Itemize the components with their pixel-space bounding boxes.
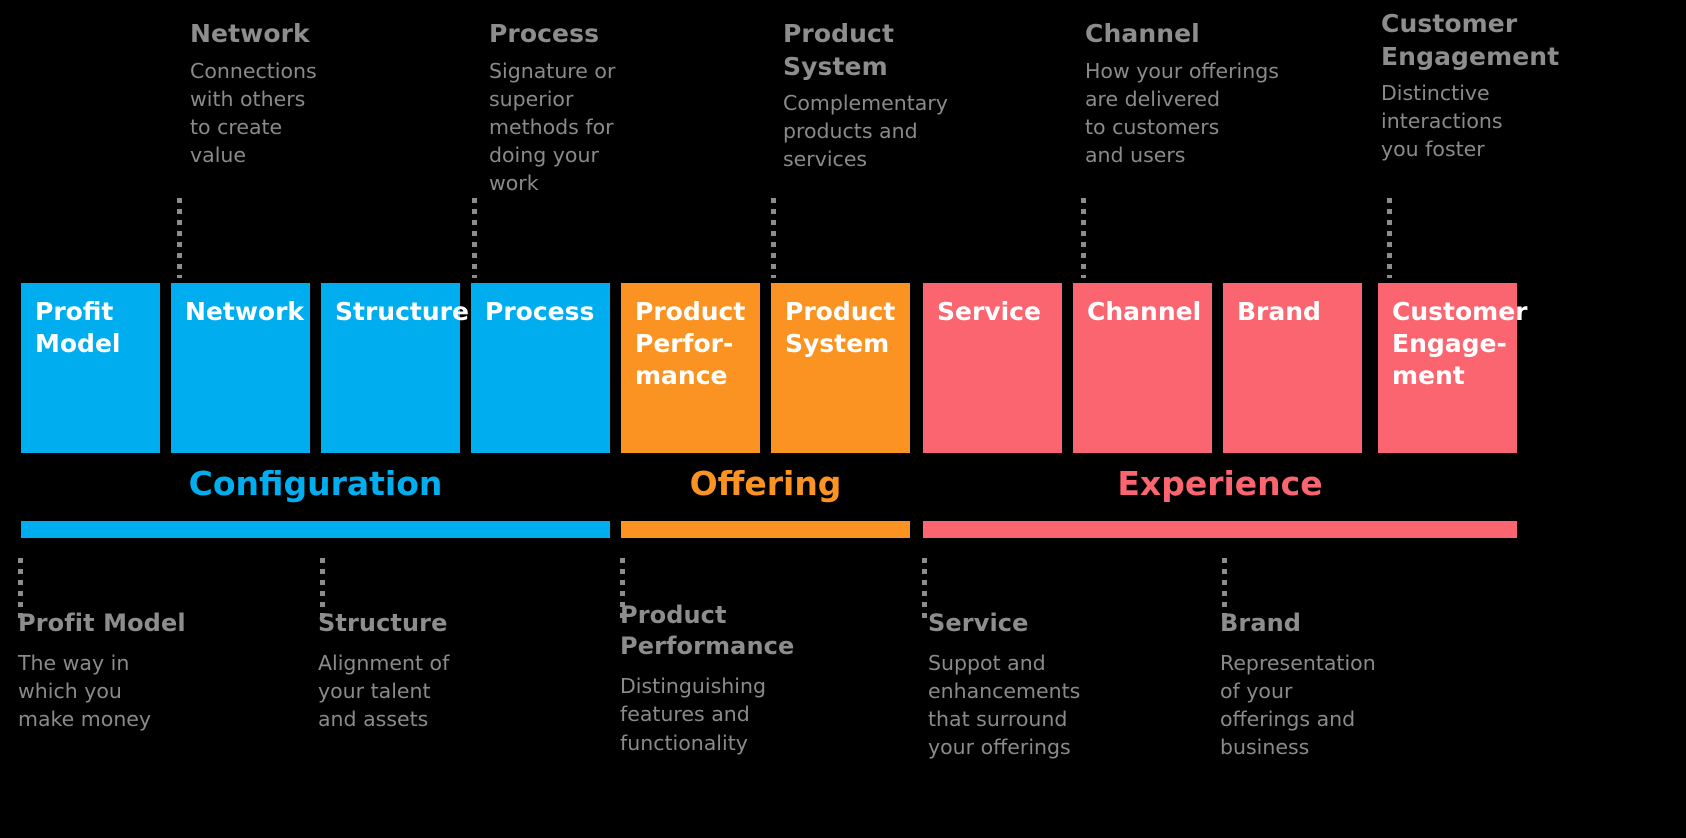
box-product-performance[interactable]: Product Perfor- mance bbox=[621, 283, 760, 453]
category-label-configuration: Configuration bbox=[188, 464, 443, 503]
category-bar-configuration bbox=[21, 521, 610, 538]
top-callout-network: Network Connections with others to creat… bbox=[190, 18, 340, 169]
box-network[interactable]: Network bbox=[171, 283, 310, 453]
box-customer-engagement[interactable]: Customer Engage- ment bbox=[1378, 283, 1528, 453]
connector-dotted-process bbox=[472, 198, 477, 278]
connector-dotted-structure bbox=[320, 558, 325, 620]
top-callout-desc: Distinctive interactions you foster bbox=[1381, 81, 1503, 162]
top-callout-process: Process Signature or superior methods fo… bbox=[489, 18, 649, 197]
category-label-experience: Experience bbox=[1117, 464, 1323, 503]
category-bar-experience bbox=[923, 521, 1517, 538]
bottom-callout-title: Structure bbox=[318, 609, 448, 637]
box-product-system[interactable]: Product System bbox=[771, 283, 910, 453]
top-callout-channel: Channel How your offerings are delivered… bbox=[1085, 18, 1315, 169]
top-callout-title: Network bbox=[190, 19, 310, 48]
bottom-callout-title: Brand bbox=[1220, 609, 1302, 637]
bottom-callout-structure: Structure Alignment of your talent and a… bbox=[318, 608, 568, 733]
box-process[interactable]: Process bbox=[471, 283, 610, 453]
box-brand[interactable]: Brand bbox=[1223, 283, 1362, 453]
bottom-callout-title: Profit Model bbox=[18, 609, 186, 637]
connector-dotted-product-performance bbox=[620, 558, 625, 620]
top-callout-desc: Signature or superior methods for doing … bbox=[489, 58, 616, 195]
top-callout-title: Channel bbox=[1085, 19, 1200, 48]
box-channel[interactable]: Channel bbox=[1073, 283, 1212, 453]
top-callout-desc: How your offerings are delivered to cust… bbox=[1085, 58, 1279, 167]
bottom-callout-desc: Distinguishing features and functionalit… bbox=[620, 674, 766, 755]
top-callout-desc: Connections with others to create value bbox=[190, 58, 317, 167]
bottom-callout-service: Service Suppot and enhancements that sur… bbox=[928, 608, 1178, 762]
bottom-callout-desc: Suppot and enhancements that surround yo… bbox=[928, 651, 1081, 760]
bottom-callout-title: Product Performance bbox=[620, 601, 795, 661]
connector-dotted-profit-model bbox=[18, 558, 23, 620]
top-callout-customer-engagement: Customer Engagement Distinctive interact… bbox=[1381, 8, 1631, 163]
bottom-callout-desc: Alignment of your talent and assets bbox=[318, 651, 450, 732]
top-callout-title: Customer Engagement bbox=[1381, 9, 1560, 71]
connector-dotted-customer-engagement bbox=[1387, 198, 1392, 278]
bottom-callout-profit-model: Profit Model The way in which you make m… bbox=[18, 608, 268, 733]
connector-dotted-product-system bbox=[771, 198, 776, 278]
connector-dotted-network bbox=[177, 198, 182, 278]
bottom-callout-product-performance: Product Performance Distinguishing featu… bbox=[620, 600, 880, 757]
connector-dotted-service bbox=[922, 558, 927, 620]
box-service[interactable]: Service bbox=[923, 283, 1062, 453]
bottom-callout-brand: Brand Representation of your offerings a… bbox=[1220, 608, 1480, 762]
bottom-callout-desc: Representation of your offerings and bus… bbox=[1220, 651, 1376, 760]
top-callout-title: Process bbox=[489, 19, 600, 48]
top-callout-desc: Complementary products and services bbox=[783, 91, 948, 172]
box-structure[interactable]: Structure bbox=[321, 283, 469, 453]
bottom-callout-desc: The way in which you make money bbox=[18, 651, 152, 732]
connector-dotted-channel bbox=[1081, 198, 1086, 278]
box-profit-model[interactable]: Profit Model bbox=[21, 283, 160, 453]
bottom-callout-title: Service bbox=[928, 609, 1029, 637]
top-callout-product-system: Product System Complementary products an… bbox=[783, 18, 993, 173]
category-label-offering: Offering bbox=[689, 464, 842, 503]
category-bar-offering bbox=[621, 521, 910, 538]
top-callout-title: Product System bbox=[783, 19, 894, 81]
connector-dotted-brand bbox=[1222, 558, 1227, 620]
